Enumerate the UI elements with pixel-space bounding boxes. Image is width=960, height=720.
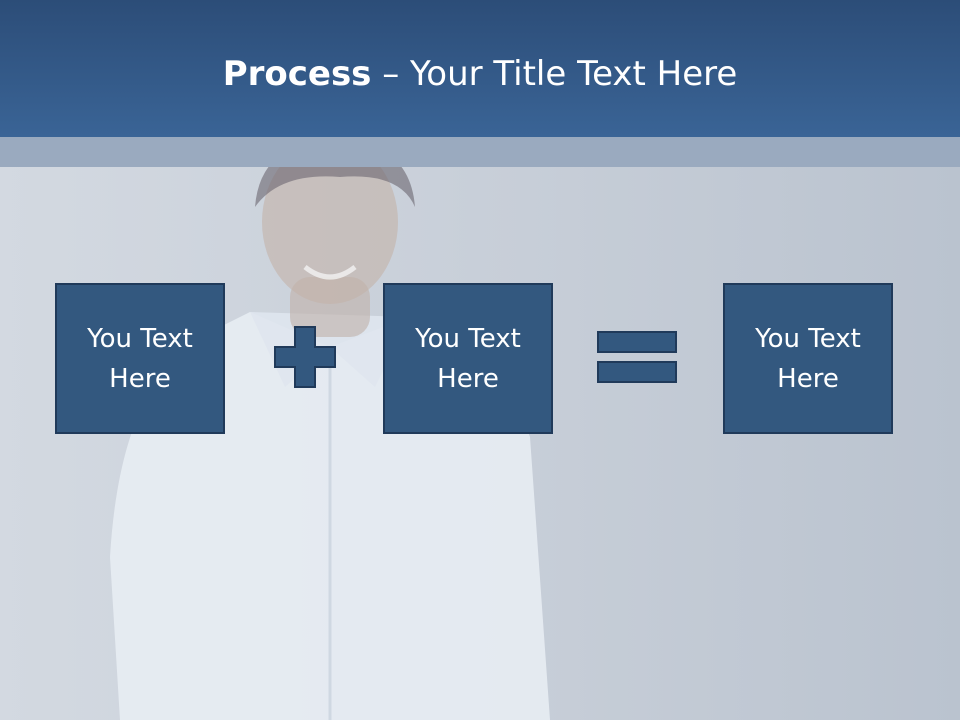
process-box-2: You Text Here (383, 283, 553, 434)
title-bar (0, 0, 960, 137)
slide-title: Process – Your Title Text Here (0, 52, 960, 96)
title-rest: – Your Title Text Here (371, 54, 738, 94)
title-bold: Process (222, 54, 372, 94)
process-box-1-text: You Text Here (87, 323, 193, 394)
equals-icon (597, 331, 677, 383)
process-box-3-text: You Text Here (755, 323, 861, 394)
process-box-1: You Text Here (55, 283, 225, 434)
plus-icon (274, 326, 336, 388)
title-band (0, 137, 960, 167)
process-box-3: You Text Here (723, 283, 893, 434)
process-box-2-text: You Text Here (415, 323, 521, 394)
